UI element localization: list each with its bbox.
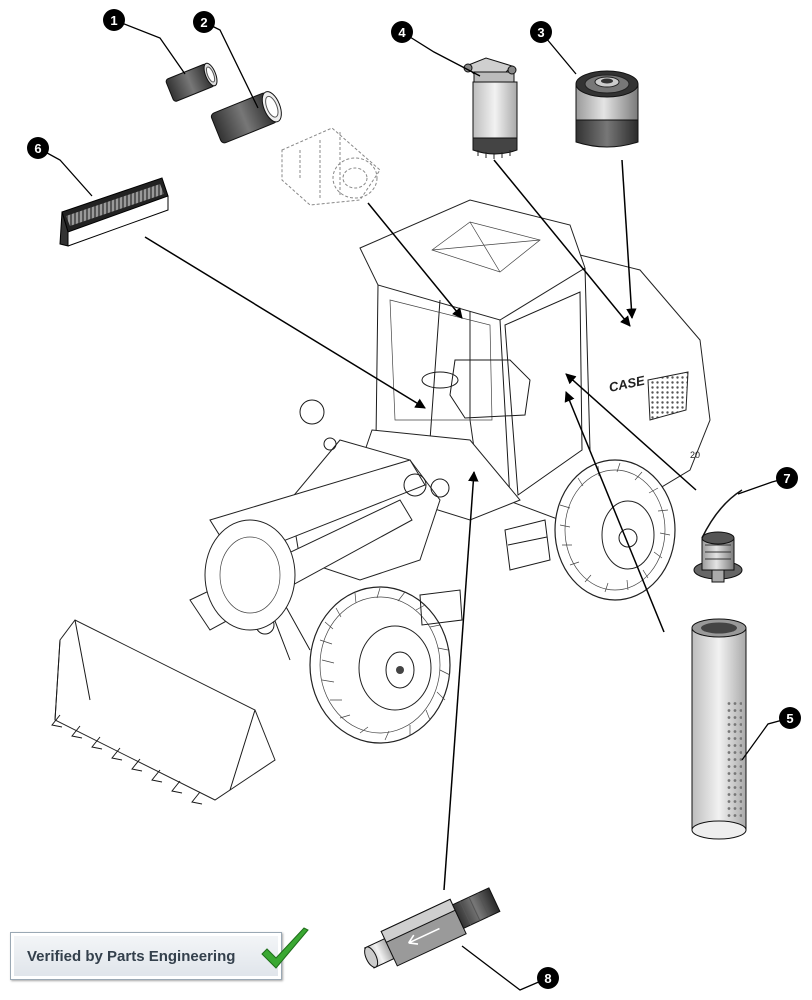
verified-text: Verified by Parts Engineering xyxy=(27,947,236,965)
callout-3: 3 xyxy=(530,21,552,43)
callout-1-label: 1 xyxy=(110,13,117,28)
callout-8: 8 xyxy=(537,967,559,989)
part-2-outer-air-filter xyxy=(210,91,282,144)
callout-8-label: 8 xyxy=(544,971,551,986)
verified-stamp: Verified by Parts Engineering xyxy=(10,932,282,980)
callout-3-label: 3 xyxy=(537,25,544,40)
callout-6: 6 xyxy=(27,137,49,159)
rear-wheel xyxy=(554,459,676,601)
brand-text: CASE xyxy=(608,373,647,395)
part-1-inner-air-filter xyxy=(165,62,218,102)
callout-5-label: 5 xyxy=(786,711,793,726)
part-7-breather-cap xyxy=(693,489,743,583)
model-text: 20 xyxy=(690,450,700,460)
callout-6-label: 6 xyxy=(34,141,41,156)
part-8-inline-filter xyxy=(363,887,501,969)
callout-4: 4 xyxy=(391,21,413,43)
front-wheel xyxy=(309,586,451,744)
callout-5: 5 xyxy=(779,707,801,729)
part-3-oil-filter xyxy=(575,70,639,148)
callout-1: 1 xyxy=(103,9,125,31)
part-6-cab-air-filter xyxy=(59,177,169,247)
bucket-teeth xyxy=(51,714,203,805)
callout-7: 7 xyxy=(776,467,798,489)
callout-4-label: 4 xyxy=(398,25,406,40)
wheel-loader-illustration: CASE 20 xyxy=(51,199,711,805)
location-arrows xyxy=(144,159,697,891)
checkmark-icon xyxy=(261,927,309,969)
part-4-fuel-filter xyxy=(463,57,518,159)
callout-2-label: 2 xyxy=(200,15,207,30)
air-filter-housing-ghost xyxy=(281,127,381,206)
part-5-hydraulic-filter xyxy=(691,618,747,840)
callout-7-label: 7 xyxy=(783,471,790,486)
callout-2: 2 xyxy=(193,11,215,33)
